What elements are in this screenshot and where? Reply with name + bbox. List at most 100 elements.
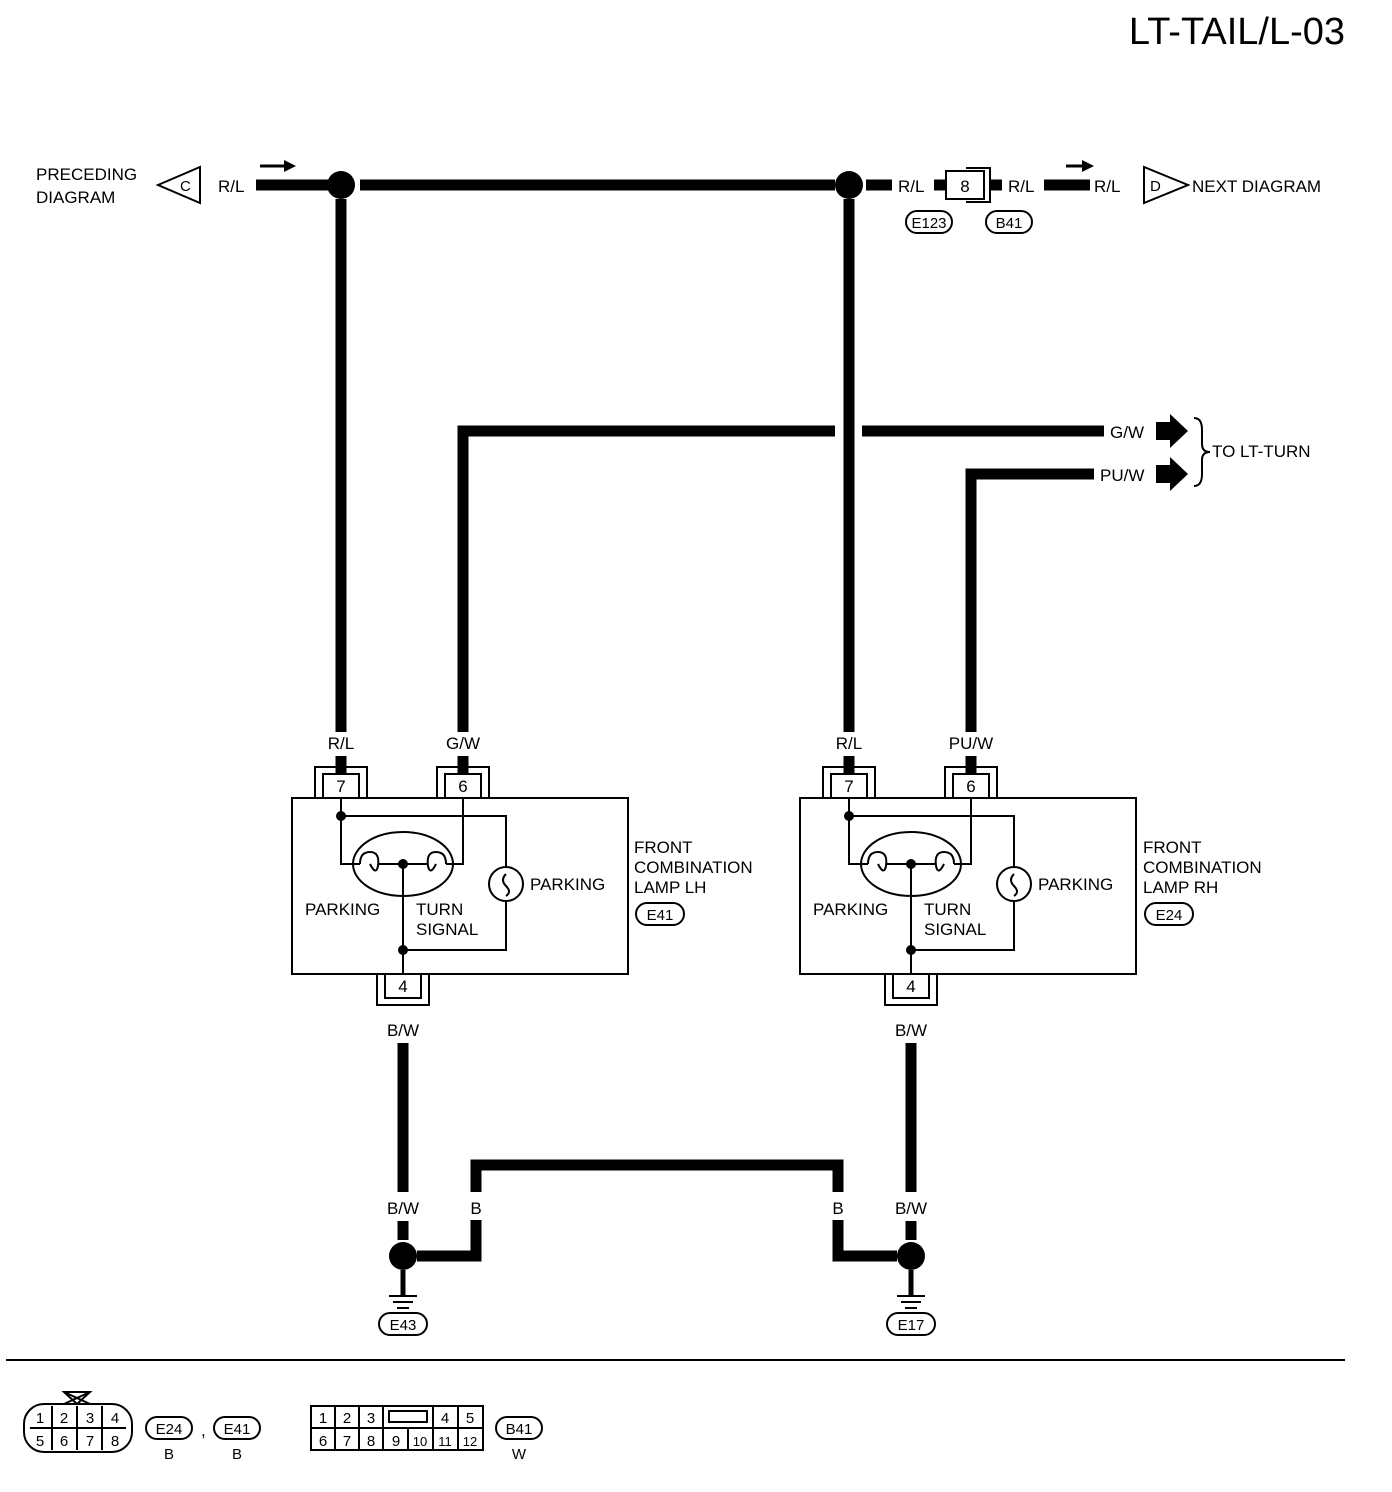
conn12-pin-5: 5 [466, 1410, 474, 1427]
preceding-arrow [155, 165, 201, 205]
wire-b-right-lower [832, 1220, 897, 1262]
wire-puw [965, 468, 1094, 732]
ground-splice-rh [897, 1242, 925, 1270]
conn8-pin-3: 3 [86, 1410, 94, 1427]
wire-label-puw-top: PU/W [1100, 466, 1144, 485]
conn8-latch-x2 [63, 1391, 91, 1405]
wire-label-rl-rh: R/L [836, 734, 862, 753]
conn12-pin-12: 12 [463, 1434, 477, 1449]
junction-connector [945, 170, 985, 200]
legend-badge-b41 [495, 1416, 543, 1440]
conn8-pin-1: 1 [36, 1410, 44, 1427]
label-turn-lh: TURN [416, 900, 463, 919]
legend-badge-e41 [213, 1416, 261, 1440]
label-turn-rh: TURN [924, 900, 971, 919]
pin7-box-rh [830, 773, 868, 799]
conn8-pin-7: 7 [86, 1433, 94, 1450]
conn-id-e24: E24 [1156, 907, 1183, 924]
wire-label-rl-b41: R/L [1008, 177, 1034, 196]
wire-label-bw-rh-bottom: B/W [895, 1199, 927, 1218]
ground-splice-lh [389, 1242, 417, 1270]
int-parking-ground-lh [403, 901, 507, 951]
conn12-key [388, 1410, 428, 1423]
wire-label-gw-lh: G/W [446, 734, 480, 753]
filament-turn-lh [426, 850, 447, 872]
ground-id-e43: E43 [390, 1317, 417, 1334]
lamp-title-rh-1: FRONT [1143, 838, 1202, 857]
label-parking-left-rh: PARKING [813, 900, 888, 919]
page-title: LT-TAIL/L-03 [1129, 11, 1345, 53]
splice-right [835, 171, 863, 199]
conn-badge-e24 [1144, 902, 1194, 926]
wire-b-crossover [470, 1159, 844, 1192]
flow-arrow-head-2 [1082, 160, 1094, 172]
int-rl-lh [340, 798, 507, 868]
wire-label-bw-lh-top: B/W [387, 1021, 419, 1040]
int-rl-rh [848, 798, 1015, 868]
preceding-letter: C [180, 178, 191, 195]
wire-gw-left [457, 425, 835, 732]
wire-label-puw-rh: PU/W [949, 734, 993, 753]
wire-label-rl-e123: R/L [898, 177, 924, 196]
lamp-body-lh [291, 797, 629, 975]
legend-connector-12pin: 1 2 3 4 5 6 7 8 9 10 11 12 [310, 1405, 484, 1451]
int-turn-feed-lh [446, 798, 464, 865]
wire-label-bw-rh-top: B/W [895, 1021, 927, 1040]
pin7-bracket-lh [314, 766, 368, 798]
pin6-bracket-rh [944, 766, 998, 798]
conn-badge-b41 [985, 210, 1033, 234]
lamp-lh: R/L G/W 7 6 PARKING TURN SIGNAL PARKING [291, 734, 753, 1006]
preceding-label-1: PRECEDING [36, 165, 137, 184]
label-signal-lh: SIGNAL [416, 920, 478, 939]
pin7-bracket-rh [822, 766, 876, 798]
conn12-pin-10: 10 [413, 1434, 427, 1449]
legend-separator: , [201, 1421, 206, 1440]
filament-single-rh [1010, 873, 1018, 897]
pin6-box-rh [952, 773, 990, 799]
flow-arrow-head [284, 160, 296, 172]
filament-turn-rh [934, 850, 955, 872]
int-turn-feed-rh [954, 798, 972, 865]
lamp-title-lh-1: FRONT [634, 838, 693, 857]
legend-id-e24: E24 [156, 1421, 183, 1438]
pin4-bracket-lh [376, 974, 430, 1006]
wire-b-left-lower [417, 1220, 482, 1262]
legend-id-e41: E41 [224, 1421, 251, 1438]
conn12-pin-11: 11 [438, 1434, 452, 1449]
node-lh-1 [336, 811, 346, 821]
conn8-pin-6: 6 [60, 1433, 68, 1450]
pin4-box-rh [892, 973, 930, 999]
next-letter: D [1150, 178, 1161, 195]
legend-color-e24: B [164, 1446, 174, 1463]
preceding-label-2: DIAGRAM [36, 188, 115, 207]
pin7-lh: 7 [336, 777, 345, 796]
pin6-bracket-lh [436, 766, 490, 798]
lamp-title-lh-3: LAMP LH [634, 878, 706, 897]
puw-arrow [1156, 457, 1188, 491]
conn8-pin-8: 8 [111, 1433, 119, 1450]
conn8-pin-5: 5 [36, 1433, 44, 1450]
next-label: NEXT DIAGRAM [1192, 177, 1321, 196]
conn-id-b41: B41 [996, 215, 1023, 232]
pin6-rh: 6 [966, 777, 975, 796]
int-parking-ground-rh [911, 901, 1015, 951]
wire-label-b-right: B [832, 1199, 843, 1218]
conn8-pin-4: 4 [111, 1410, 119, 1427]
lamp-title-rh-3: LAMP RH [1143, 878, 1218, 897]
conn-badge-e123 [905, 210, 953, 234]
label-parking-right-lh: PARKING [530, 875, 605, 894]
conn12-pin-6: 6 [319, 1433, 327, 1450]
filament-parking-rh [867, 850, 888, 872]
node-rh-1 [844, 811, 854, 821]
conn12-pin-4: 4 [441, 1410, 449, 1427]
label-parking-left-lh: PARKING [305, 900, 380, 919]
conn12-pin-7: 7 [343, 1433, 351, 1450]
next-arrow [1143, 165, 1191, 205]
conn8-latch [61, 1391, 93, 1406]
ground-id-e17: E17 [898, 1317, 925, 1334]
filament-single-lh [502, 873, 510, 897]
wire-label-rl-next: R/L [1094, 177, 1120, 196]
conn12-pin-1: 1 [319, 1410, 327, 1427]
filament-parking-lh [359, 850, 380, 872]
legend-color-e41: B [232, 1446, 242, 1463]
